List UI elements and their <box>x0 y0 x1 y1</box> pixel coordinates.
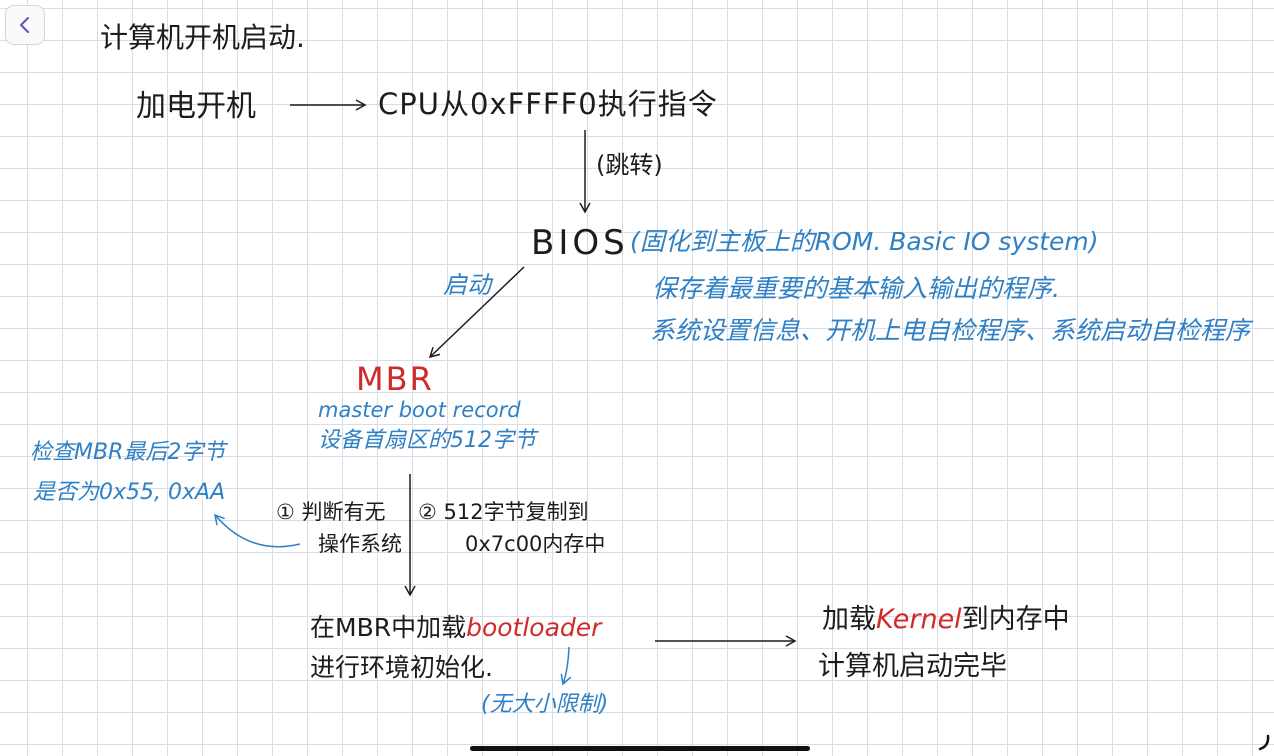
note-title: 计算机开机启动. <box>100 21 305 54</box>
mbr-label: MBR <box>356 360 434 398</box>
done-label: 计算机启动完毕 <box>818 651 1007 682</box>
step2-line1: ② 512字节复制到 <box>418 500 589 524</box>
size-note: (无大小限制) <box>481 692 609 717</box>
resize-handle-icon[interactable] <box>1258 734 1272 752</box>
power-on-label: 加电开机 <box>136 89 256 124</box>
step1-line1: ① 判断有无 <box>276 500 386 524</box>
mbr-full-name: master boot record <box>318 398 521 422</box>
kernel-label: Kernel <box>876 604 962 635</box>
bootloader-label: bootloader <box>466 613 602 642</box>
arrow-size-note <box>560 646 572 686</box>
kernel-prefix: 加载 <box>822 604 876 635</box>
bios-label: BIOS <box>531 223 629 263</box>
bios-description: (固化到主板上的ROM. Basic IO system) <box>630 227 1099 256</box>
jump-label: (跳转) <box>596 151 663 179</box>
home-indicator[interactable] <box>470 746 810 751</box>
start-label: 启动 <box>443 271 491 299</box>
bios-line2: 保存着最重要的基本输入输出的程序. <box>652 274 1060 303</box>
step2-line2: 0x7c00内存中 <box>465 532 606 556</box>
bootloader-line1: 在MBR中加载bootloader <box>310 615 601 640</box>
mbr-description: 设备首扇区的512字节 <box>318 428 536 453</box>
check-line1: 检查MBR最后2字节 <box>30 440 226 465</box>
check-line2: 是否为0x55, 0xAA <box>33 480 226 505</box>
back-button[interactable] <box>5 5 45 45</box>
step1-line2: 操作系统 <box>318 532 402 556</box>
chevron-left-icon <box>20 17 29 33</box>
kernel-line1: 加载Kernel到内存中 <box>822 606 1070 633</box>
arrow-check-curve <box>213 513 301 548</box>
bootloader-line2: 进行环境初始化. <box>310 653 493 682</box>
kernel-suffix: 到内存中 <box>961 604 1070 635</box>
cpu-step-label: CPU从0xFFFF0执行指令 <box>378 87 718 121</box>
bios-line3: 系统设置信息、开机上电自检程序、系统启动自检程序 <box>650 316 1251 345</box>
arrow-bios-to-mbr <box>428 266 525 359</box>
load-prefix: 在MBR中加载 <box>310 613 467 642</box>
